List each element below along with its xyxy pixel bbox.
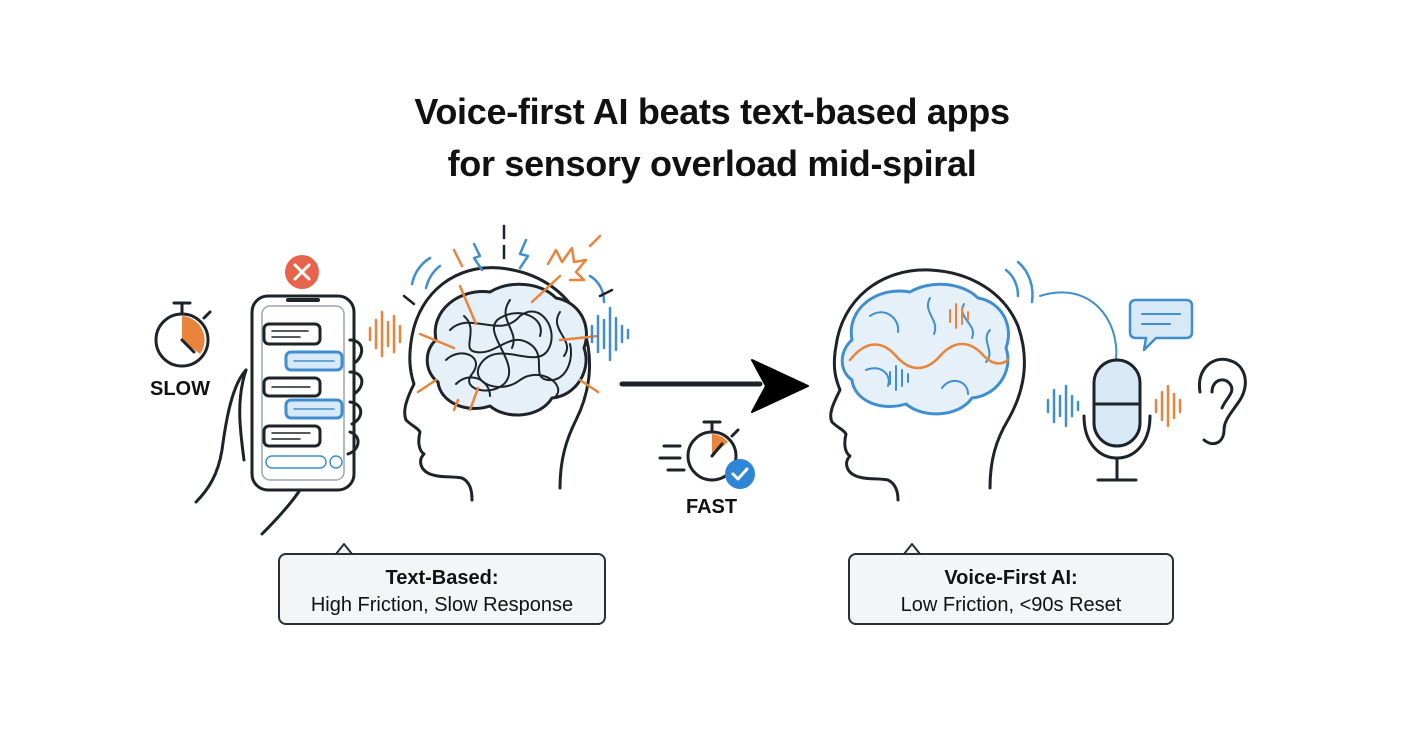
mic-wave-left <box>1046 384 1080 428</box>
voice-first-caption: Voice-First AI: Low Friction, <90s Reset <box>848 553 1174 625</box>
phone-icon <box>250 294 356 492</box>
ear-icon <box>1197 357 1247 446</box>
calm-head-icon <box>829 268 1026 502</box>
close-icon <box>285 255 319 289</box>
voice-first-caption-body: Low Friction, <90s Reset <box>900 594 1122 616</box>
text-based-caption: Text-Based: High Friction, Slow Response <box>278 553 606 625</box>
microphone-icon <box>1082 358 1152 482</box>
overload-burst-marks <box>416 234 602 412</box>
overload-dashes <box>402 224 614 306</box>
stopwatch-icon <box>154 301 212 368</box>
overloaded-head-icon <box>403 266 592 502</box>
fast-stopwatch-icon <box>658 420 740 482</box>
checkmark-icon <box>725 459 755 489</box>
title-line-2: for sensory overload mid-spiral <box>447 143 977 184</box>
fast-label: FAST <box>686 496 738 518</box>
voice-first-caption-heading: Voice-First AI: <box>944 567 1078 589</box>
arrow-right-icon <box>619 359 809 413</box>
brain-icon <box>425 282 588 417</box>
calm-brain-icon <box>840 282 1010 416</box>
slow-label: SLOW <box>150 378 210 400</box>
chat-bubble-icon <box>1128 298 1194 352</box>
text-based-caption-body: High Friction, Slow Response <box>310 594 574 616</box>
sound-wave-right <box>590 306 630 362</box>
page-title: Voice-first AI beats text-based apps for… <box>0 86 1424 190</box>
text-based-caption-heading: Text-Based: <box>385 567 499 589</box>
title-line-1: Voice-first AI beats text-based apps <box>414 91 1010 132</box>
mic-wave-right <box>1154 384 1182 428</box>
overload-bolts <box>410 238 606 304</box>
sound-wave-left <box>368 310 402 358</box>
signal-arcs <box>1004 260 1118 361</box>
